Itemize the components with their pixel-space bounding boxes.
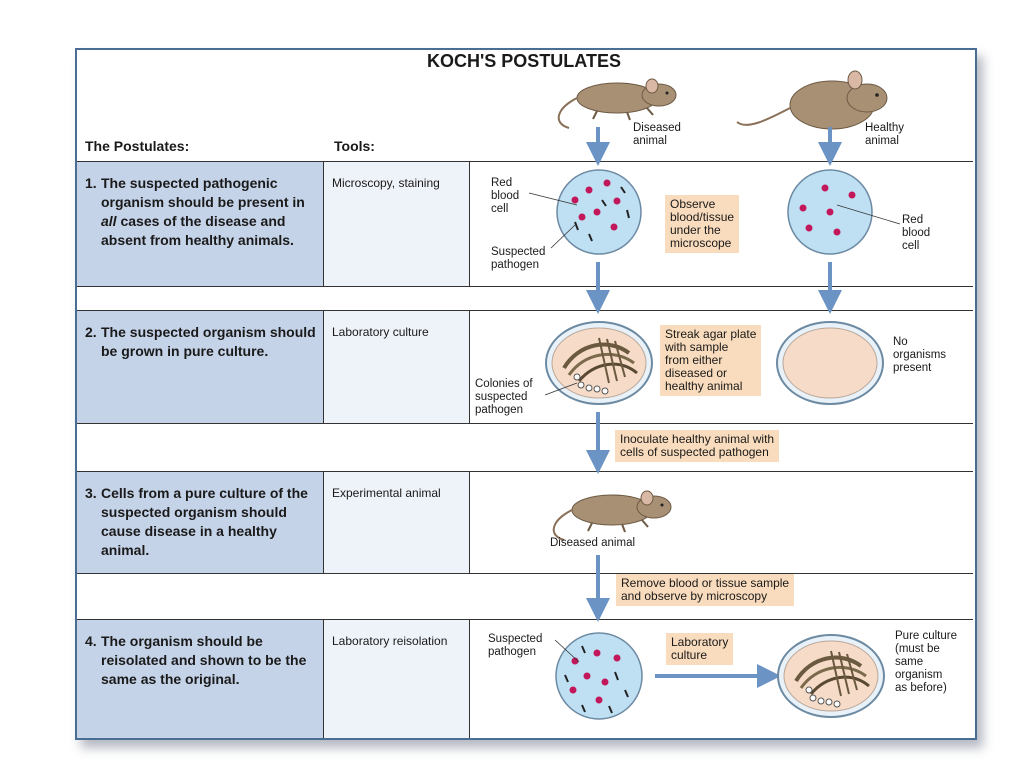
tool-label-4: Laboratory reisolation (332, 634, 448, 648)
tool-cell-3: Experimental animal (324, 472, 470, 573)
postulate-row-1: 1. The suspected pathogenic organism sho… (77, 161, 973, 287)
postulate-number-4: 4. (85, 633, 97, 649)
colonies-label: Colonies of suspected pathogen (475, 378, 533, 416)
tool-cell-2: Laboratory culture (324, 311, 470, 423)
diseased-animal-label-mid: Diseased animal (550, 537, 636, 549)
tool-cell-1: Microscopy, staining (324, 162, 470, 286)
healthy-animal-label-top: Healthy animal (865, 122, 904, 147)
red-blood-cell-label-left: Red blood cell (491, 177, 520, 215)
blood-cells-reisolated (569, 649, 621, 704)
blood-cells-healthy (799, 184, 856, 236)
pure-culture-label: Pure culture (must be same organism as b… (895, 630, 958, 694)
figure-title: KOCH'S POSTULATES (427, 51, 621, 71)
remove-sample-note: Remove blood or tissue sample and observ… (616, 574, 795, 606)
postulate-3-text: Cells from a pure culture of the suspect… (101, 485, 308, 558)
suspected-pathogen-label-4: Suspected pathogen (488, 633, 543, 658)
tool-label-3: Experimental animal (332, 486, 441, 500)
tools-header: Tools: (334, 138, 375, 154)
koch-postulates-figure: KOCH'S POSTULATES The Postulates: Tools:… (75, 48, 977, 740)
suspected-pathogen-label-1: Suspected pathogen (491, 246, 546, 271)
illustration-layer (528, 70, 901, 720)
pathogens-diseased (574, 186, 630, 242)
postulate-text-2: 2. The suspected organism should be grow… (85, 323, 317, 361)
diseased-mouse-top (557, 78, 677, 129)
postulate-number-1: 1. (85, 175, 97, 191)
postulate-2-text: The suspected organism should be grown i… (101, 324, 316, 359)
postulate-row-2: 2. The suspected organism should be grow… (77, 310, 973, 424)
reisolation-dish (555, 632, 643, 720)
postulate-4-text: The organism should be reisolated and sh… (101, 633, 307, 687)
postulates-header: The Postulates: (85, 138, 190, 154)
diseased-animal-label-top: Diseased animal (633, 122, 681, 147)
postulate-cell-3: 3. Cells from a pure culture of the susp… (77, 472, 324, 573)
postulate-text-1: 1. The suspected pathogenic organism sho… (85, 174, 317, 250)
postulate-row-4: 4. The organism should be reisolated and… (77, 619, 973, 738)
postulate-cell-2: 2. The suspected organism should be grow… (77, 311, 324, 423)
observe-note: Observe blood/tissue under the microscop… (665, 195, 740, 253)
postulate-text-3: 3. Cells from a pure culture of the susp… (85, 484, 317, 560)
postulate-text-4: 4. The organism should be reisolated and… (85, 632, 317, 689)
red-blood-cell-label-right: Red blood cell (902, 214, 931, 252)
inoculate-note: Inoculate healthy animal with cells of s… (615, 430, 780, 462)
culture-plate-healthy (776, 321, 884, 405)
healthy-mouse-top (736, 70, 888, 130)
laboratory-culture-note: Laboratory culture (666, 633, 734, 665)
streak-note: Streak agar plate with sample from eithe… (660, 325, 762, 396)
postulate-row-3: 3. Cells from a pure culture of the susp… (77, 471, 973, 574)
postulate-number-3: 3. (85, 485, 97, 501)
pathogens-reisolated (564, 645, 629, 714)
tool-label-2: Laboratory culture (332, 325, 429, 339)
postulate-cell-4: 4. The organism should be reisolated and… (77, 620, 324, 738)
postulate-number-2: 2. (85, 324, 97, 340)
postulate-cell-1: 1. The suspected pathogenic organism sho… (77, 162, 324, 286)
diseased-mouse-mid (552, 490, 672, 541)
blood-cells-diseased (571, 179, 621, 231)
postulate-1-text: The suspected pathogenic organism should… (101, 175, 305, 210)
postulate-1-text-end: cases of the disease and absent from hea… (101, 213, 294, 248)
tool-label-1: Microscopy, staining (332, 176, 440, 190)
postulate-1-emphasis: all (101, 213, 117, 229)
tool-cell-4: Laboratory reisolation (324, 620, 470, 738)
no-organisms-label: No organisms present (893, 336, 947, 374)
